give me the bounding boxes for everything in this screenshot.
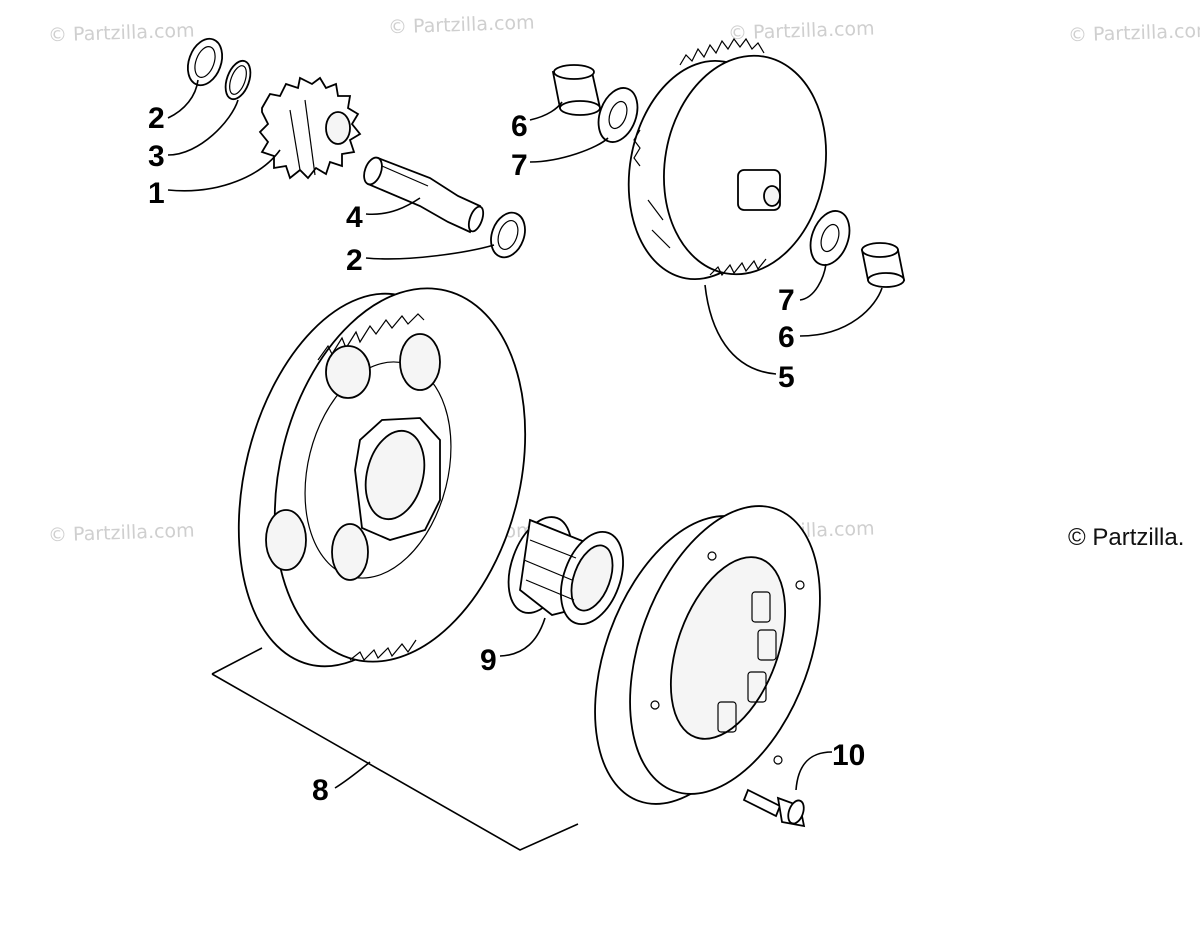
- double-gear-part-1: [258, 76, 362, 180]
- watermark-right: © Partzilla.: [1068, 524, 1185, 551]
- bushing-part-6-bottom: [860, 242, 906, 288]
- snap-ring-part-3: [224, 59, 252, 101]
- starter-gear-part-8: [237, 287, 527, 668]
- callout-1: 1: [148, 177, 165, 210]
- callout-2-top: 2: [148, 102, 165, 135]
- callout-10: 10: [832, 739, 865, 772]
- callout-2-bottom: 2: [346, 244, 363, 277]
- leader-lines: [167, 79, 883, 851]
- callout-7-top: 7: [511, 149, 528, 182]
- callout-7-bottom: 7: [778, 284, 795, 317]
- callout-4: 4: [346, 201, 363, 234]
- bolt-part-10: [742, 788, 806, 828]
- callout-8: 8: [312, 774, 329, 807]
- washer-part-7-top: [597, 87, 639, 143]
- callouts: 2 3 1 4 2 6 7 7 6 5 9 10 8: [148, 102, 865, 807]
- gear-assembly-part-5: [627, 37, 827, 281]
- bushing-part-6-top: [551, 64, 602, 116]
- washer-part-2-bottom: [490, 211, 526, 259]
- clutch-housing: [594, 505, 821, 805]
- needle-bearing-part-9: [507, 516, 624, 626]
- callout-9: 9: [480, 644, 497, 677]
- callout-3: 3: [148, 140, 165, 173]
- washer-part-7-bottom: [809, 210, 851, 266]
- callout-6-top: 6: [511, 110, 528, 143]
- shaft-part-4: [363, 156, 485, 234]
- washer-part-2-top: [186, 37, 224, 87]
- callout-6-bottom: 6: [778, 321, 795, 354]
- callout-5: 5: [778, 361, 795, 394]
